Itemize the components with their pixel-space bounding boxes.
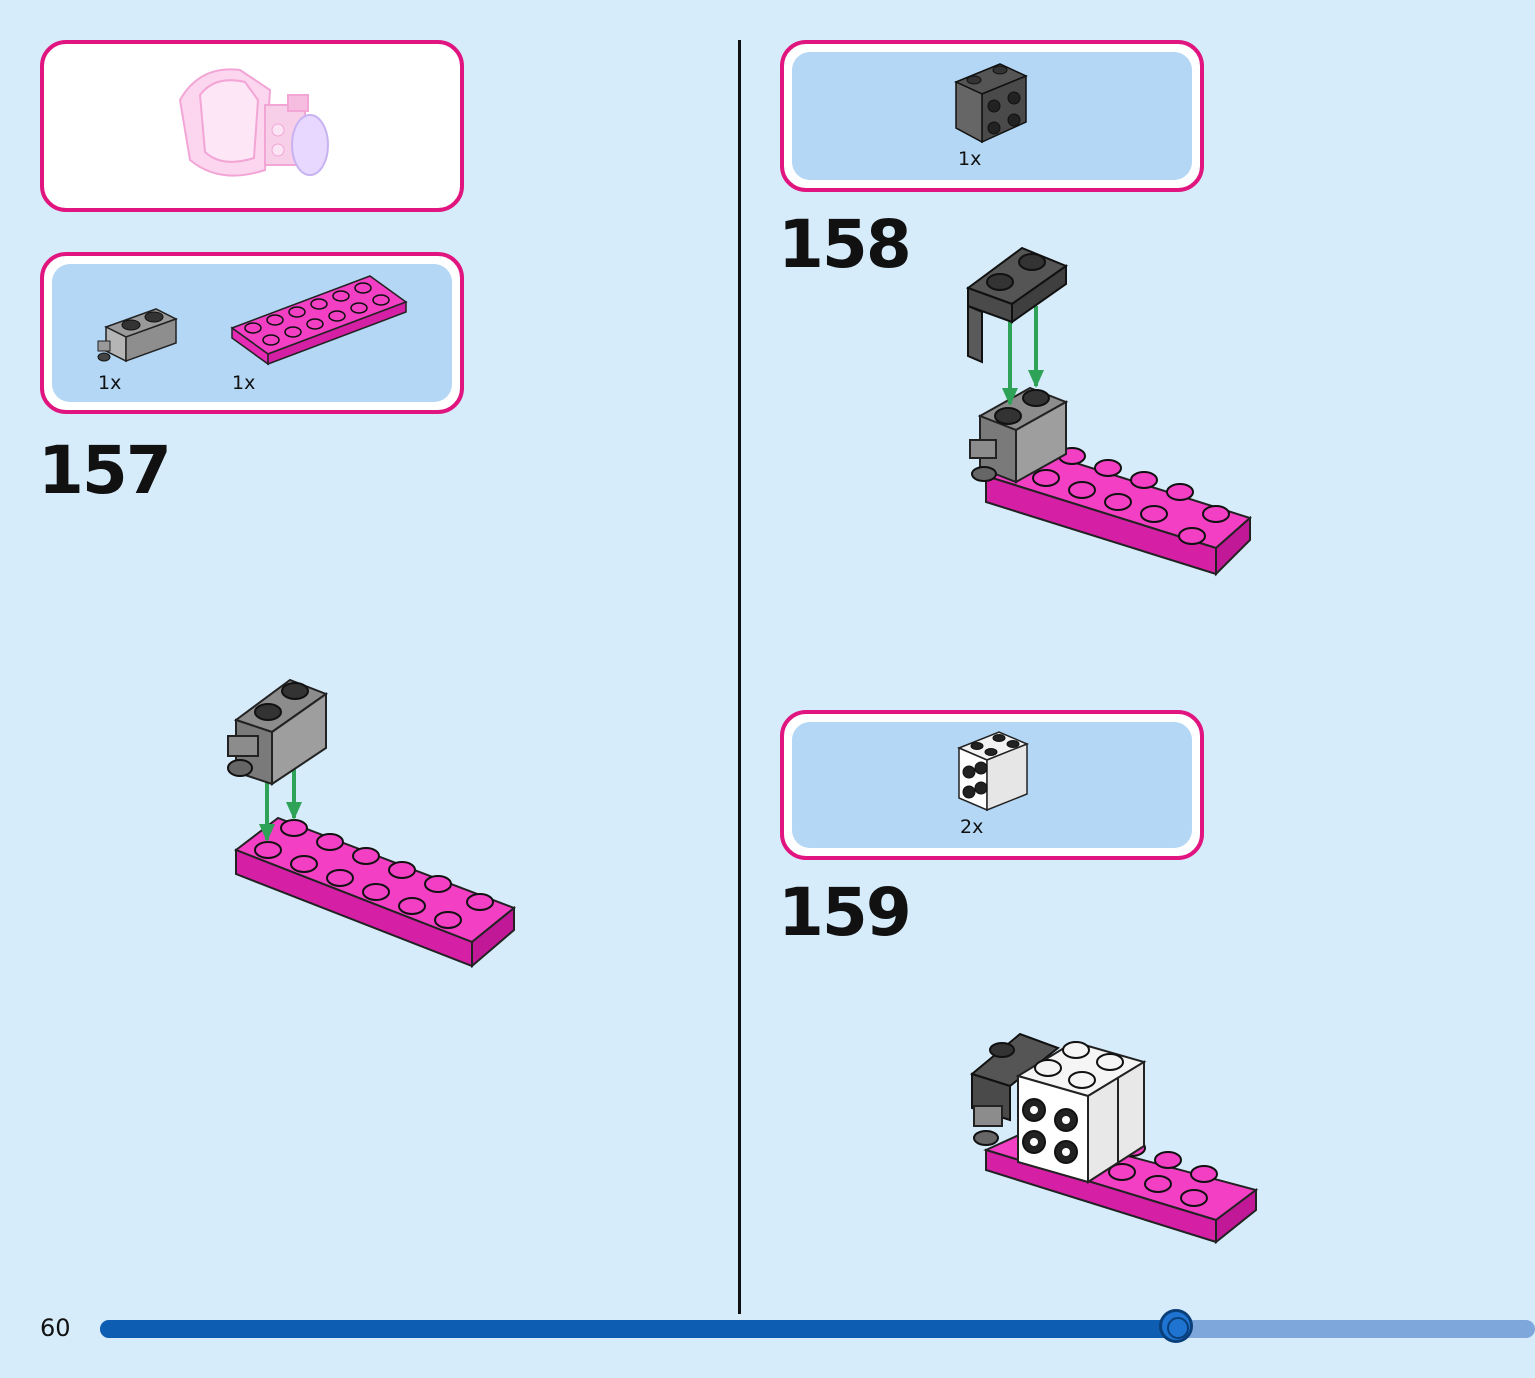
- step-157-part-2-qty: 1x: [232, 372, 256, 394]
- model-overview-panel: [40, 40, 464, 212]
- gray-1x2-brick-with-clip-icon: [97, 308, 178, 363]
- step-158-parts-panel: [780, 40, 1204, 192]
- step-number-159: 159: [778, 874, 912, 951]
- dark-gray-angle-bracket-icon: [954, 63, 1028, 144]
- step-158-part-1-qty: 1x: [958, 148, 982, 170]
- step-157-part-1-qty: 1x: [98, 372, 122, 394]
- step-number-157: 157: [38, 432, 172, 509]
- step-157-assembly-illustration: [227, 678, 516, 969]
- column-divider: [738, 40, 741, 1314]
- step-158-assembly-illustration: [965, 246, 1252, 577]
- progress-fill: [100, 1320, 1177, 1338]
- page-number: 60: [40, 1314, 71, 1342]
- step-159-part-1-qty: 2x: [960, 816, 984, 838]
- step-159-assembly-illustration: [969, 1032, 1259, 1245]
- model-preview-icon: [178, 68, 329, 177]
- step-number-158: 158: [778, 206, 912, 283]
- progress-indicator: [1159, 1309, 1194, 1343]
- pink-2x6-plate-icon: [230, 275, 408, 366]
- white-2x2-brick-with-side-studs-icon: [957, 731, 1029, 812]
